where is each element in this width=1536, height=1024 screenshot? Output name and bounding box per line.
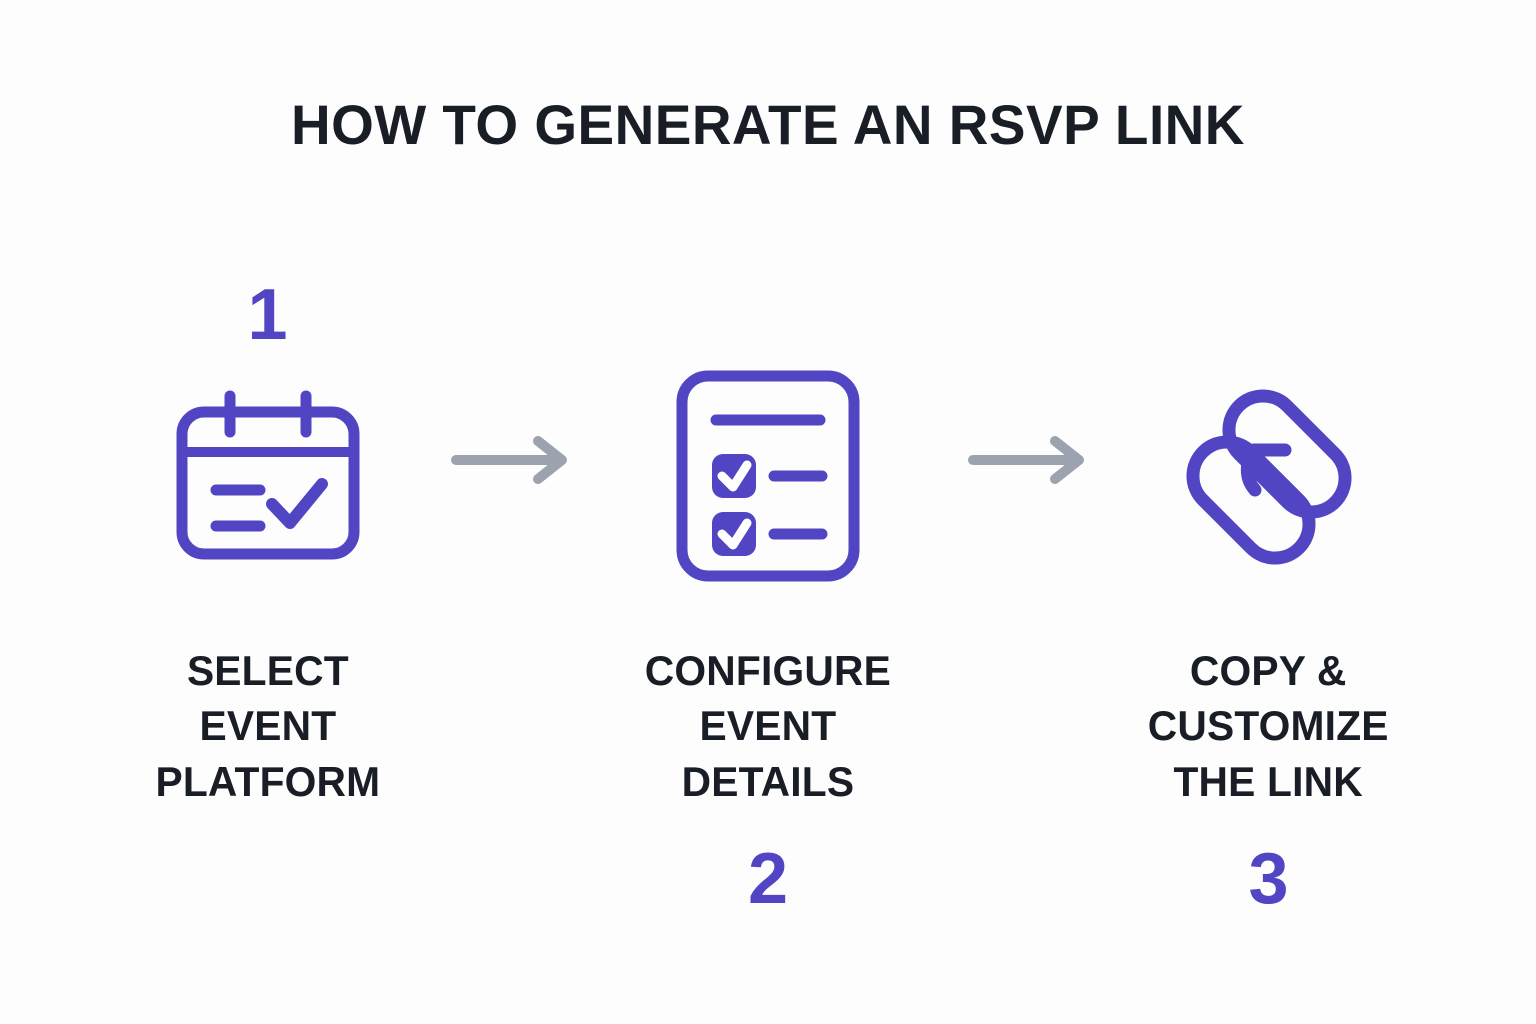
arrow-step2-to-step3 [967,430,1091,490]
arrow-step1-to-step2 [450,430,574,490]
step-3: COPY & CUSTOMIZE THE LINK 3 [1096,255,1441,935]
arrow-right-icon [451,436,567,484]
step-1: 1 SELECT [95,255,440,935]
step-3-number: 3 [1248,839,1289,920]
steps-row: 1 SELECT [95,255,1441,915]
step-1-label-line-2: EVENT [199,702,336,750]
step-2-icon-container [596,351,941,601]
step-3-label: COPY & CUSTOMIZE THE LINK [1148,643,1389,809]
step-2-label-line-1: CONFIGURE [644,647,892,694]
step-3-label-line-1: COPY & [1190,647,1347,694]
step-1-label-line-1: SELECT [186,647,349,694]
step-1-icon-container [95,351,440,601]
checklist-icon [676,370,860,582]
step-3-label-line-2: CUSTOMIZE [1148,702,1389,750]
link-chain-icon [1186,389,1351,564]
step-2-number-slot: 2 [596,843,941,935]
calendar-check-icon [176,390,359,560]
step-3-icon-container [1096,351,1441,601]
step-2-label-line-3: DETAILS [681,757,855,805]
step-2-label: CONFIGURE EVENT DETAILS [645,643,891,809]
step-1-label-line-3: PLATFORM [155,757,380,805]
page-title: HOW TO GENERATE AN RSVP LINK [291,93,1245,156]
arrow-right-icon [968,436,1084,484]
step-3-label-line-3: THE LINK [1173,757,1364,805]
step-2-label-line-2: EVENT [699,702,837,750]
step-3-number-slot: 3 [1096,843,1441,935]
step-1-number: 1 [247,275,288,355]
step-1-label: SELECT EVENT PLATFORM [155,643,380,809]
step-2: CONFIGURE EVENT DETAILS 2 [596,255,941,935]
step-1-number-slot: 1 [95,255,440,351]
step-2-number: 2 [747,839,789,920]
